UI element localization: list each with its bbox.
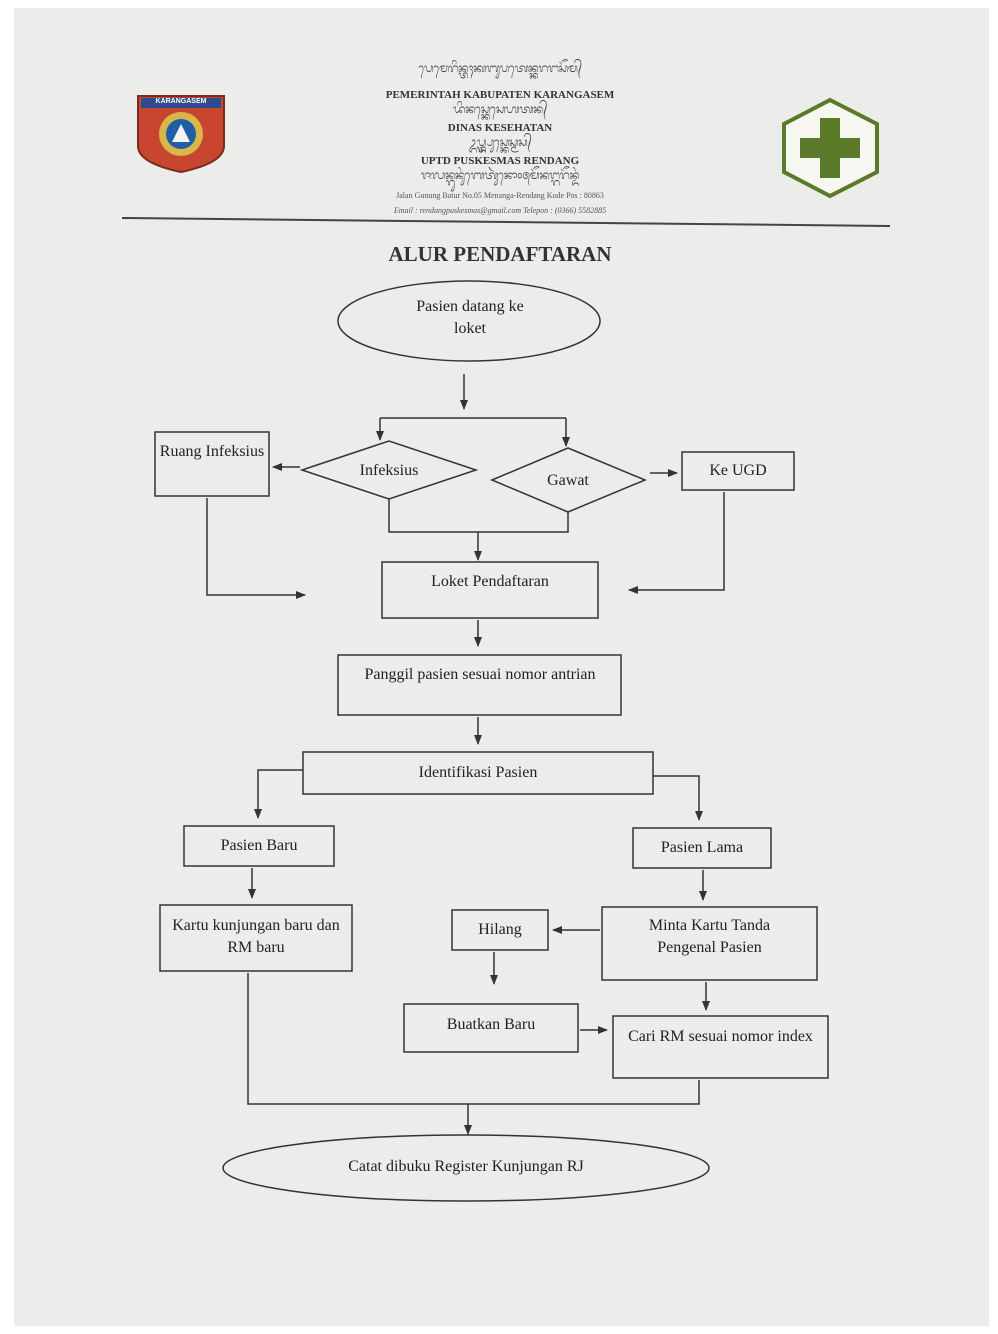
header-script-line-2: ᬤᬶᬦᬲ᭄ᬓᬾᬲᬾᬳᬢᬦ᭄ [452,102,548,116]
hilang-box [451,909,549,951]
loket-box [381,561,599,619]
header-contact: Email : rendangpuskesmas@gmail.com Telep… [393,206,607,215]
start-ellipse [337,280,601,362]
ke-ugd-label: Ke UGD [709,462,767,479]
minta-kartu-label: Minta Kartu Tanda Pengenal Pasien [648,917,771,956]
puskesmas-logo [782,97,879,199]
kartu-baru-box [159,904,353,972]
paper-sheet [14,8,989,1326]
infeksius-diamond [299,440,479,500]
minta-kartu-box [601,906,818,981]
kartu-baru-label: Kartu kunjungan baru dan RM baru [172,917,340,956]
start-label: Pasien datang ke loket [416,298,524,337]
pasien-baru-box [183,825,335,867]
buatkan-baru-box [403,1003,579,1053]
pasien-lama-box [632,827,772,869]
ke-ugd-box [681,451,795,491]
header-script-line-3: ᬉᬧ᭄ᬢ᭄ᬤ᭄ᬧᬸᬲ᭄ᬓᬾᬲ᭄ᬫᬲ᭄ [468,135,532,149]
header-divider [121,217,891,227]
catat-label: Catat dibuku Register Kunjungan RJ [348,1158,584,1175]
gawat-diamond [490,447,647,513]
pasien-lama-label: Pasien Lama [660,839,744,856]
loket-label: Loket Pendaftaran [431,573,549,590]
panggil-box [337,654,622,716]
catat-ellipse [222,1134,710,1202]
header-address: Jalan Gunung Batur No.05 Menanga-Rendang… [396,191,604,200]
cari-rm-label: Cari RM sesuai nomor index [628,1028,813,1045]
cari-rm-box [612,1015,829,1079]
hilang-label: Hilang [478,921,522,938]
header-government: PEMERINTAH KABUPATEN KARANGASEM [385,89,615,101]
pasien-baru-label: Pasien Baru [220,837,298,854]
buatkan-baru-label: Buatkan Baru [446,1016,536,1033]
ruang-infeksius-label: Ruang Infeksius [159,443,265,460]
identifikasi-label: Identifikasi Pasien [418,764,538,781]
karangasem-seal-logo [137,95,225,174]
header-script-line-1: ᬧᬾᬫᬾᬭᬶᬦ᭄ᬢᬄᬓᬩᬸᬧᬢᬾᬦ᭄ᬓᬭᬗᬲᭂᬫ᭄ [418,61,582,75]
page-title: ALUR PENDAFTARAN [388,242,612,266]
gawat-label: Gawat [547,472,589,489]
header-department: DINAS KESEHATAN [447,122,553,134]
infeksius-label: Infeksius [359,462,419,479]
left-logo-text: KARANGASEM [155,98,207,105]
header-script-line-4: ᬚᬮᬦ᭄ᬕᬸᬦᬸᬂᬩᬾᬢᬸᬃᬦᭀ᭐᭕ᬫᭂᬦᬗ᭄ᬕᬭᭂᬦ᭄ᬤᬂ [420,168,580,182]
header-puskesmas: UPTD PUSKESMAS RENDANG [420,155,580,167]
panggil-label: Panggil pasien sesuai nomor antrian [364,666,596,683]
ruang-infeksius-box [154,431,270,497]
identifikasi-box [302,751,654,795]
